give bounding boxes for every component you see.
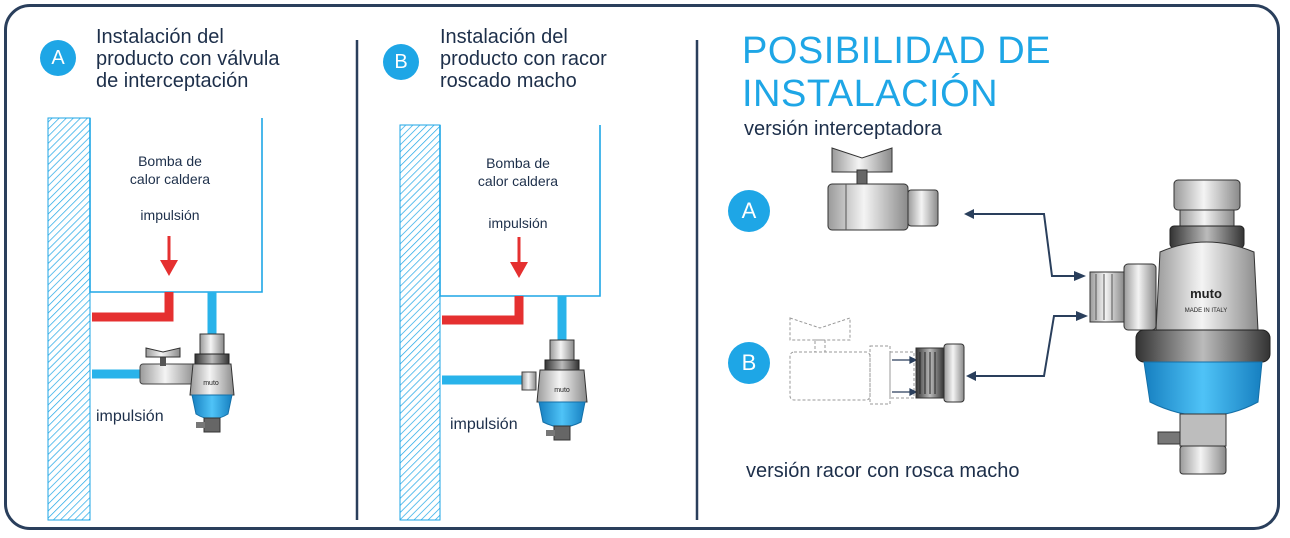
panel-b-drawing xyxy=(399,124,601,521)
pipe-label-a: impulsión xyxy=(96,408,164,425)
boiler-label-a: Bomba de calor caldera xyxy=(129,153,211,187)
panel-a-heading: Instalación del producto con válvula de … xyxy=(96,26,280,92)
product-separator xyxy=(1089,179,1271,475)
badge-right-a: A xyxy=(728,190,770,232)
arrow-label-a: impulsión xyxy=(140,207,200,223)
panel-b-heading: Instalación del producto con racor rosca… xyxy=(440,26,607,92)
boiler-label-b: Bomba de calor caldera xyxy=(477,155,559,189)
b-small-arrows xyxy=(892,356,918,396)
wall-b xyxy=(399,124,441,521)
arrow-head-a2 xyxy=(1074,271,1086,281)
device-brand-a: muto xyxy=(203,380,219,387)
hot-pipe-b xyxy=(442,296,524,325)
panel-a-drawing xyxy=(47,117,263,521)
arrow-head-a xyxy=(964,209,974,219)
product-made-in: MADE IN ITALY xyxy=(1185,308,1227,314)
page-title: POSIBILIDAD DE INSTALACIÓN xyxy=(742,30,1051,115)
badge-right-b: B xyxy=(728,342,770,384)
pipe-label-b: impulsión xyxy=(450,416,518,433)
badge-b: B xyxy=(383,44,419,80)
device-brand-b: muto xyxy=(554,387,570,394)
hot-pipe-a xyxy=(92,292,174,322)
version-b-label: versión racor con rosca macho xyxy=(746,460,1020,482)
threaded-fitting-b xyxy=(915,343,965,403)
version-a-label: versión interceptadora xyxy=(744,118,942,140)
valve-b-illustration xyxy=(789,317,915,405)
product-brand: muto xyxy=(1190,286,1222,301)
wall-a xyxy=(47,117,91,521)
connector-arrows xyxy=(972,213,1084,377)
arrow-head-b2 xyxy=(1076,311,1088,321)
badge-a: A xyxy=(40,40,76,76)
outer-frame xyxy=(4,4,1280,530)
valve-a-illustration xyxy=(827,147,939,231)
arrow-head-b xyxy=(966,371,976,381)
boiler-outline-a xyxy=(89,118,263,293)
arrow-label-b: impulsión xyxy=(488,215,548,231)
